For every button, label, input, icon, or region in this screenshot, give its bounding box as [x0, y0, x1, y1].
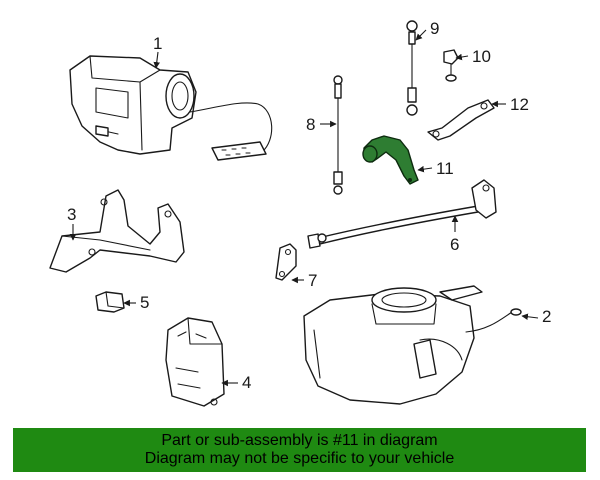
callout-1: 1 [153, 34, 162, 53]
banner-line-1: Part or sub-assembly is #11 in diagram [161, 432, 438, 449]
callout-3: 3 [67, 205, 76, 224]
callout-12: 12 [510, 95, 529, 114]
callout-10: 10 [472, 47, 491, 66]
callout-8: 8 [306, 115, 315, 134]
parts-diagram: 1 2 3 4 5 6 7 8 9 10 11 12 [49, 19, 551, 407]
callout-5: 5 [140, 293, 149, 312]
leader-lines [69, 29, 539, 387]
part-9-link-rod[interactable] [406, 20, 418, 116]
part-1-control-unit[interactable] [69, 55, 273, 161]
callout-2: 2 [542, 307, 551, 326]
callout-labels: 1 2 3 4 5 6 7 8 9 10 11 12 [67, 19, 551, 392]
part-2-reservoir-tank[interactable] [303, 285, 522, 405]
callout-4: 4 [242, 373, 251, 392]
callout-6: 6 [450, 235, 459, 254]
part-11-highlighted-arm[interactable] [362, 135, 419, 185]
callout-11: 11 [436, 159, 454, 178]
callout-7: 7 [308, 271, 317, 290]
part-7-small-bracket[interactable] [275, 243, 297, 281]
part-10-bolt[interactable] [443, 49, 459, 82]
part-6-link-rod[interactable] [307, 179, 497, 249]
callout-9: 9 [430, 19, 439, 38]
part-5-grommet[interactable] [95, 291, 125, 313]
banner-line-2: Diagram may not be specific to your vehi… [144, 450, 455, 467]
part-8-link-rod[interactable] [333, 75, 343, 195]
part-3-bracket[interactable] [49, 189, 185, 273]
part-12-sensor-arm[interactable] [427, 99, 495, 141]
info-banner: Part or sub-assembly is #11 in diagram D… [13, 428, 586, 472]
part-4-computer-bracket[interactable] [165, 317, 225, 407]
